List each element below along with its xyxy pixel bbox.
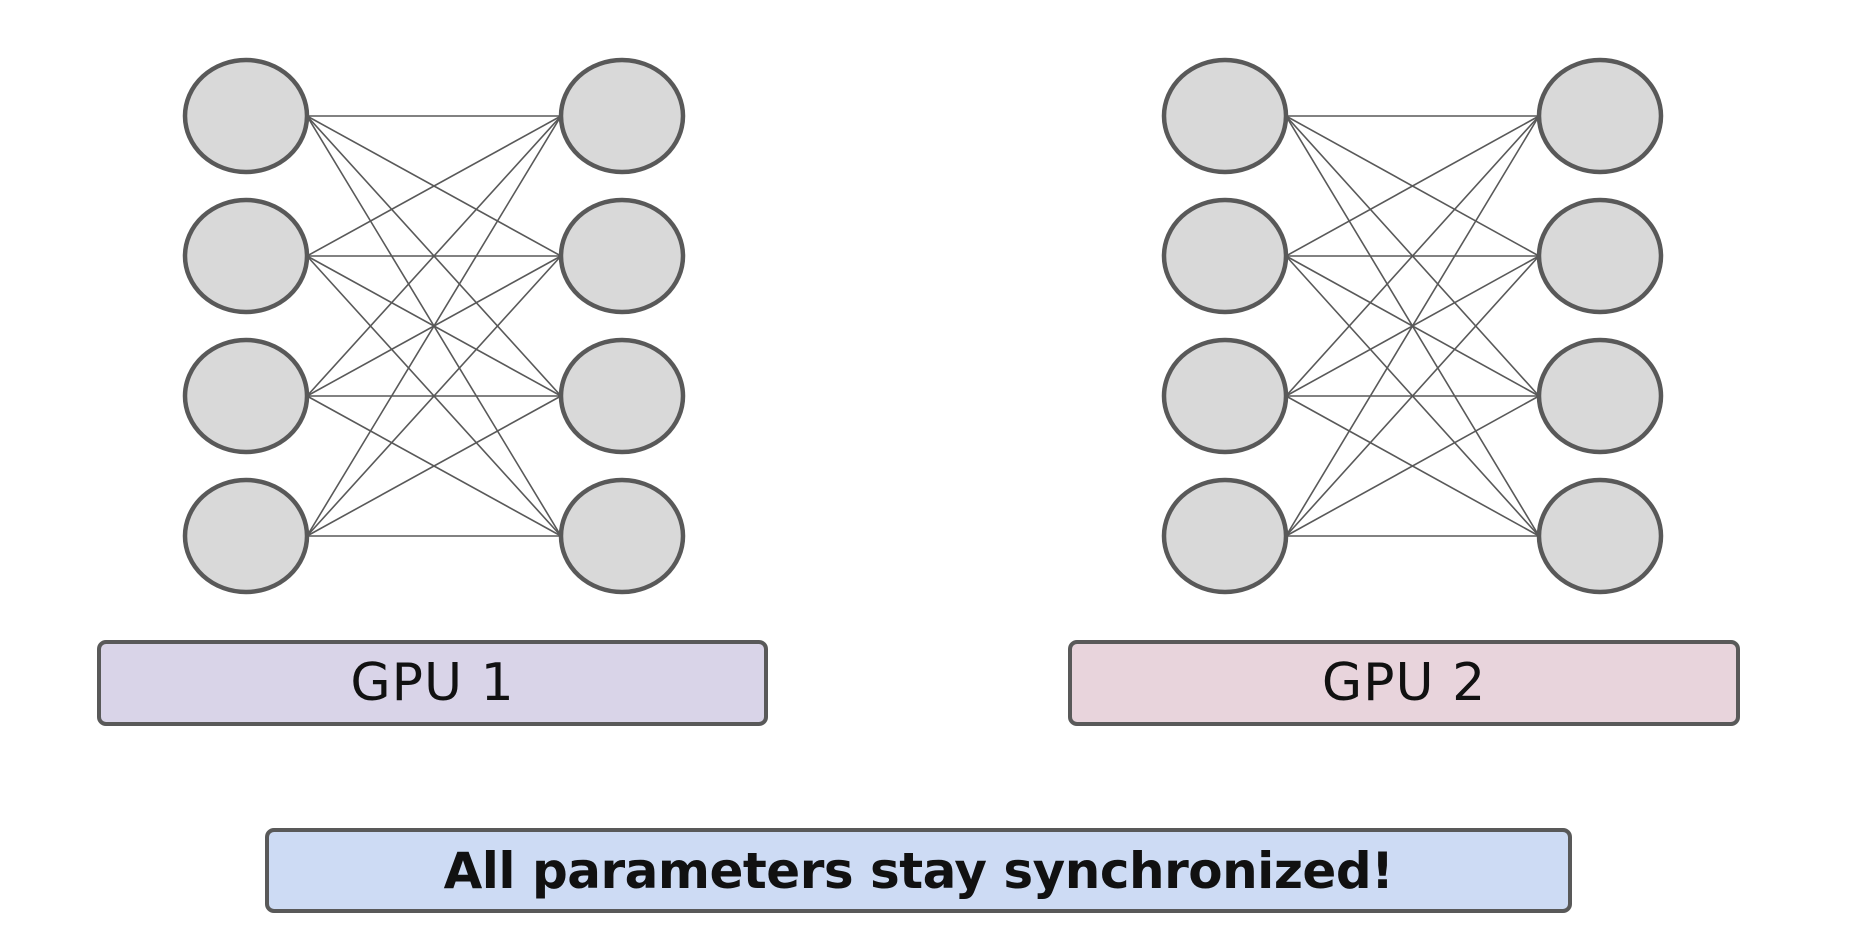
network-gpu1 [182, 57, 686, 595]
network-gpu2 [1161, 57, 1664, 595]
gpu-2-label: GPU 2 [1321, 653, 1487, 713]
gpu1-edge [306, 395, 562, 537]
sync-message: All parameters stay synchronized! [443, 841, 1394, 900]
gpu2-edge [1285, 255, 1540, 537]
gpu2-edge [1285, 115, 1540, 537]
gpu-2-label-box: GPU 2 [1068, 640, 1740, 726]
gpu-1-label-box: GPU 1 [97, 640, 768, 726]
gpu1-neuron [558, 477, 686, 595]
gpu2-neuron [1161, 337, 1289, 455]
gpu2-neuron [1161, 57, 1289, 175]
gpu2-neuron [1536, 197, 1664, 315]
gpu2-neuron [1161, 197, 1289, 315]
gpu1-edge [306, 255, 562, 537]
gpu1-neuron [558, 337, 686, 455]
gpu2-edge [1285, 395, 1540, 537]
gpu1-neuron [558, 197, 686, 315]
gpu1-neuron [558, 57, 686, 175]
gpu2-neuron [1536, 337, 1664, 455]
gpu1-edge [306, 115, 562, 397]
gpu2-neuron [1161, 477, 1289, 595]
gpu2-neuron [1536, 57, 1664, 175]
gpu2-edge [1285, 115, 1540, 397]
gpu2-edge [1285, 115, 1540, 257]
gpu1-neuron [182, 197, 310, 315]
gpu1-connections [306, 115, 562, 537]
sync-message-box: All parameters stay synchronized! [265, 828, 1572, 913]
gpu1-neuron [182, 477, 310, 595]
gpu2-connections [1285, 115, 1540, 537]
gpu1-neuron [182, 337, 310, 455]
gpu1-edge [306, 115, 562, 537]
gpu1-neuron [182, 57, 310, 175]
gpu-1-label: GPU 1 [350, 653, 515, 713]
gpu2-neuron [1536, 477, 1664, 595]
gpu1-edge [306, 115, 562, 257]
